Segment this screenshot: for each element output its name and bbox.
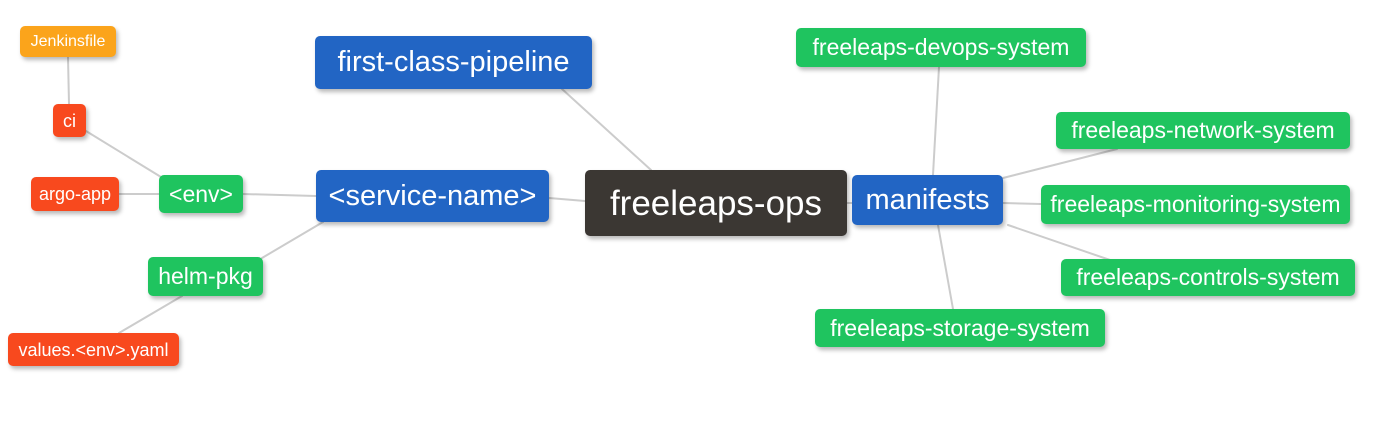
edge-manifests--network-system [1002, 148, 1118, 179]
node-storage-system[interactable]: freeleaps-storage-system [815, 309, 1105, 347]
edge-manifests--storage-system [937, 224, 954, 310]
edge-helm-pkg--service-name [261, 221, 324, 259]
edge-service-name--freeleaps-ops [548, 197, 586, 202]
node-manifests[interactable]: manifests [852, 175, 1003, 225]
node-ci[interactable]: ci [53, 104, 86, 137]
edge-ci--env [85, 130, 162, 178]
node-controls-system[interactable]: freeleaps-controls-system [1061, 259, 1355, 296]
node-label: freeleaps-monitoring-system [1050, 191, 1341, 217]
node-label: manifests [865, 183, 990, 216]
node-devops-system[interactable]: freeleaps-devops-system [796, 28, 1086, 67]
node-label: ci [63, 110, 76, 131]
node-label: freeleaps-storage-system [830, 314, 1090, 341]
node-first-class-pipeline[interactable]: first-class-pipeline [315, 36, 592, 89]
node-jenkinsfile[interactable]: Jenkinsfile [20, 26, 116, 57]
node-freeleaps-ops[interactable]: freeleaps-ops [585, 170, 847, 236]
node-label: freeleaps-network-system [1071, 117, 1335, 143]
node-monitoring-system[interactable]: freeleaps-monitoring-system [1041, 185, 1350, 224]
node-label: <env> [169, 180, 233, 207]
edge-manifests--devops-system [932, 66, 940, 176]
node-label: freeleaps-devops-system [812, 34, 1070, 60]
edge-first-class-pipeline--freeleaps-ops [561, 88, 652, 171]
node-env[interactable]: <env> [159, 175, 243, 213]
node-argo-app[interactable]: argo-app [31, 177, 119, 211]
node-label: <service-name> [328, 179, 537, 212]
edge-manifests--monitoring-system [1002, 202, 1042, 205]
node-label: freeleaps-controls-system [1076, 264, 1340, 290]
node-helm-pkg[interactable]: helm-pkg [148, 257, 263, 296]
node-label: Jenkinsfile [30, 32, 106, 50]
edge-jenkinsfile--ci [67, 56, 70, 105]
node-service-name[interactable]: <service-name> [316, 170, 549, 222]
node-label: argo-app [38, 184, 112, 204]
edge-manifests--controls-system [1007, 224, 1111, 261]
node-label: freeleaps-ops [609, 183, 823, 223]
node-values-env-yaml[interactable]: values.<env>.yaml [8, 333, 179, 366]
node-label: helm-pkg [158, 263, 253, 289]
node-network-system[interactable]: freeleaps-network-system [1056, 112, 1350, 149]
edge-values-env-yaml--helm-pkg [118, 295, 183, 334]
node-label: first-class-pipeline [337, 46, 570, 78]
node-label: values.<env>.yaml [18, 339, 169, 360]
edge-env--service-name [242, 193, 317, 197]
